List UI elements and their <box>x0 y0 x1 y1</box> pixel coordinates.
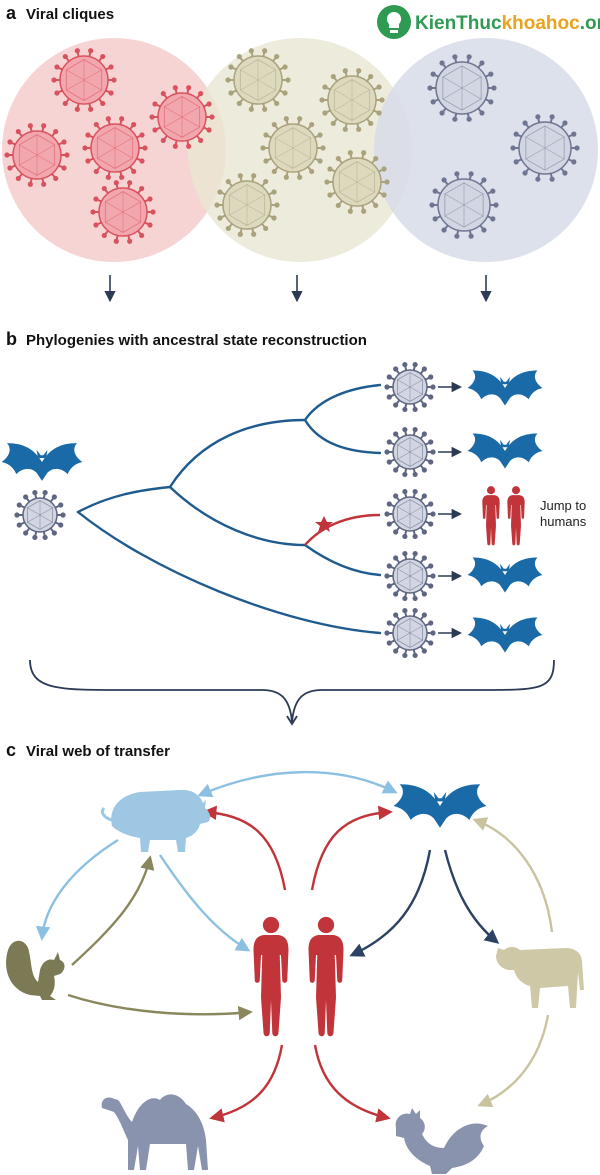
blue-virus-2 <box>510 114 580 182</box>
panel-a: a Viral cliques <box>2 3 598 303</box>
tip-virus-5 <box>384 607 436 659</box>
panel-c: c Viral web of transfer <box>6 740 584 1174</box>
tip-virus-3 <box>384 488 436 540</box>
edge-human-camel <box>209 1044 284 1123</box>
panel-c-letter: c <box>6 740 16 760</box>
edge-squirrel-human <box>67 993 253 1021</box>
edge-human-rooster <box>313 1044 391 1123</box>
human-icon-2 <box>308 916 344 1037</box>
red-virus-2 <box>149 85 215 149</box>
root-virus <box>14 489 66 541</box>
red-virus-5 <box>90 180 156 244</box>
panel-b-title: Phylogenies with ancestral state reconst… <box>26 332 367 349</box>
olive-virus-3 <box>260 116 326 180</box>
human-icon-1 <box>253 916 289 1037</box>
phylogenetic-tree <box>76 383 382 635</box>
edge-bat-human <box>349 849 432 957</box>
edge-squirrel-pig <box>71 855 155 966</box>
edge-human-bat <box>310 805 393 891</box>
bat-icon <box>393 784 487 828</box>
edge-pig-human <box>159 854 251 952</box>
tip-virus-1 <box>384 361 436 413</box>
tip-bat-icon-2 <box>467 433 543 469</box>
jump-branch <box>304 513 381 546</box>
olive-virus-1 <box>225 48 291 112</box>
panel-c-title: Viral web of transfer <box>26 743 170 760</box>
edge-pig-bat <box>197 770 398 798</box>
tip-bat-icon-1 <box>467 370 543 406</box>
blue-virus-1 <box>427 54 497 122</box>
rooster-icon <box>395 1108 488 1174</box>
red-virus-3 <box>4 123 70 187</box>
panel-b: b Phylogenies with ancestral state recon… <box>1 329 587 726</box>
jump-star-icon <box>315 516 333 532</box>
red-virus-1 <box>51 48 117 112</box>
olive-virus-2 <box>319 68 385 132</box>
edge-cow-bat <box>472 817 554 933</box>
red-virus-4 <box>82 116 148 180</box>
root-bat-icon <box>1 443 83 481</box>
jump-label-line2: humans <box>540 514 587 529</box>
tip-virus-4 <box>384 550 436 602</box>
watermark-brand-a: KienThuc <box>415 13 502 34</box>
merge-brace <box>29 659 555 723</box>
panel-b-letter: b <box>6 329 17 349</box>
tip-human-icon-2 <box>507 486 525 546</box>
bulb-glyph-icon <box>386 11 402 33</box>
olive-virus-5 <box>324 150 390 214</box>
tip-virus-2 <box>384 426 436 478</box>
edge-human-pig <box>202 805 287 891</box>
squirrel-icon <box>6 940 65 1000</box>
tip-arrows <box>438 381 463 639</box>
pig-icon <box>100 789 211 852</box>
watermark-brand-b: khoahoc <box>502 13 581 34</box>
edge-pig-squirrel <box>35 838 119 941</box>
camel-icon <box>101 1094 208 1170</box>
watermark-brand-c: .org <box>580 13 600 34</box>
tip-bat-icon-3 <box>467 557 543 593</box>
cow-icon <box>496 947 584 1008</box>
watermark: KienThuckhoahoc.org <box>377 5 600 39</box>
edge-cow-rooster <box>477 1014 550 1108</box>
blue-virus-3 <box>429 171 499 239</box>
olive-virus-4 <box>214 173 280 237</box>
tip-bat-icon-4 <box>467 617 543 653</box>
panel-a-title: Viral cliques <box>26 6 114 23</box>
edge-bat-cow <box>443 849 500 944</box>
jump-label-line1: Jump to <box>540 498 586 513</box>
svg-text:KienThuckhoahoc.org: KienThuckhoahoc.org <box>415 13 600 34</box>
tip-human-icon-1 <box>482 486 500 546</box>
panel-a-letter: a <box>6 3 17 23</box>
brace-arrowhead <box>286 715 298 726</box>
